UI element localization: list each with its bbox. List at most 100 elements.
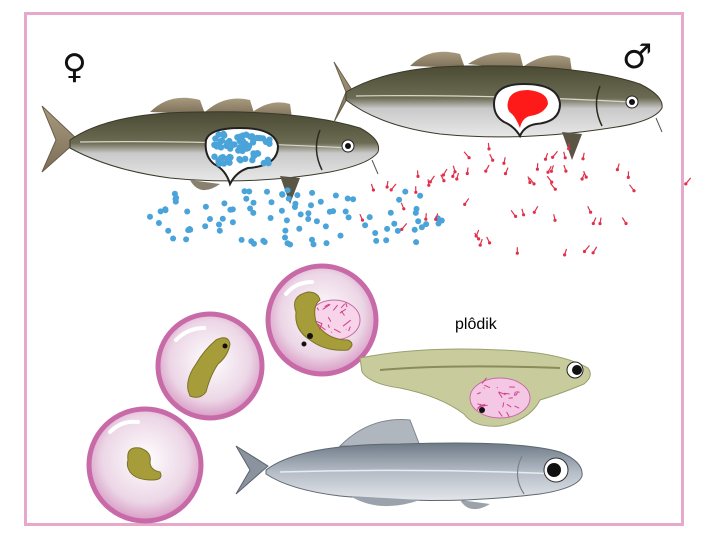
egg <box>215 142 221 148</box>
egg <box>330 208 336 214</box>
egg <box>187 226 193 232</box>
sperm-head <box>466 172 469 175</box>
egg <box>202 223 208 229</box>
sperm-head <box>429 180 432 183</box>
sperm-head <box>585 176 588 179</box>
egg <box>220 131 226 137</box>
sperm-head <box>581 157 584 160</box>
sperm-head <box>528 181 531 184</box>
egg <box>239 143 245 149</box>
egg <box>318 199 324 205</box>
sperm-head <box>553 219 556 222</box>
egg <box>279 208 285 214</box>
egg <box>242 156 248 162</box>
sperm-head <box>684 182 687 185</box>
sperm-head <box>424 218 427 221</box>
sperm-head <box>564 156 567 159</box>
egg <box>247 206 253 212</box>
vein <box>509 398 513 399</box>
sperm-head <box>477 237 480 240</box>
sperm-head <box>627 176 630 179</box>
egg <box>305 216 311 222</box>
egg <box>415 218 421 224</box>
egg <box>305 210 311 216</box>
egg <box>436 221 442 227</box>
sperm-head <box>416 175 419 178</box>
egg <box>230 206 236 212</box>
sperm-head <box>455 177 458 180</box>
egg <box>324 240 330 246</box>
egg <box>260 238 266 244</box>
sperm-head <box>487 147 490 150</box>
sperm-head <box>372 188 375 191</box>
sperm-head <box>589 211 592 214</box>
egg <box>211 154 217 160</box>
sperm-head <box>442 173 445 176</box>
egg-stage-2 <box>158 314 262 418</box>
egg <box>162 206 168 212</box>
sperm-head <box>434 218 437 221</box>
released-sperm <box>360 143 691 257</box>
egg-stage-1 <box>89 409 201 521</box>
sperm-head <box>546 171 549 174</box>
sperm-head <box>598 222 601 225</box>
egg <box>294 192 300 198</box>
female-cod <box>42 98 379 204</box>
sperm-head <box>533 211 536 214</box>
sperm-head <box>390 188 393 191</box>
egg <box>257 135 263 141</box>
egg <box>338 233 344 239</box>
sperm-head <box>551 156 554 159</box>
sperm-head <box>516 252 519 255</box>
egg <box>218 155 224 161</box>
sperm-head <box>550 170 553 173</box>
larva-label: plôdik <box>455 316 497 334</box>
egg <box>170 236 176 242</box>
egg <box>268 215 274 221</box>
male-cod <box>334 52 662 160</box>
female-symbol-icon: ♀ <box>62 50 87 84</box>
egg <box>314 218 320 224</box>
sperm-head <box>563 253 566 256</box>
egg <box>216 161 222 167</box>
sperm-head <box>468 156 471 159</box>
egg <box>251 241 257 247</box>
egg <box>165 228 171 234</box>
egg <box>264 189 270 195</box>
egg <box>147 214 153 220</box>
egg <box>308 202 314 208</box>
sperm-head <box>361 219 364 222</box>
sperm-head <box>400 228 403 231</box>
egg <box>285 187 291 193</box>
sperm-head <box>479 244 482 247</box>
egg <box>265 157 271 163</box>
egg <box>298 211 304 217</box>
sperm-head <box>583 250 586 253</box>
egg <box>402 189 408 195</box>
sperm-head <box>484 170 487 173</box>
egg <box>282 235 288 241</box>
male-symbol-icon: ♂ <box>622 40 652 74</box>
sperm-head <box>544 158 547 161</box>
egg <box>372 230 378 236</box>
sperm-head <box>414 191 417 194</box>
sperm-head <box>451 175 454 178</box>
egg <box>279 192 285 198</box>
egg <box>346 214 352 220</box>
egg <box>395 228 401 234</box>
egg <box>388 210 394 216</box>
sperm-head <box>504 172 507 175</box>
egg <box>184 209 190 215</box>
egg <box>203 204 209 210</box>
egg <box>243 196 249 202</box>
egg <box>230 219 236 225</box>
egg <box>216 222 222 228</box>
egg <box>309 190 315 196</box>
egg <box>292 204 298 210</box>
sperm-head <box>491 159 494 162</box>
egg <box>384 226 390 232</box>
egg <box>249 157 255 163</box>
egg <box>413 239 419 245</box>
sperm-head <box>564 170 567 173</box>
sperm-head <box>592 251 595 254</box>
